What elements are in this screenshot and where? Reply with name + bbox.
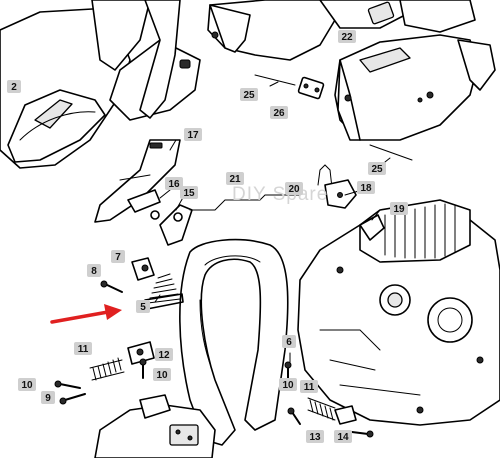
svg-text:6: 6: [286, 337, 292, 348]
svg-text:26: 26: [273, 108, 285, 119]
throttle-spring: [127, 189, 161, 220]
buffer-plug-7: [131, 257, 155, 281]
svg-text:21: 21: [229, 174, 241, 185]
cover-pin-lower: [369, 144, 413, 161]
svg-text:20: 20: [288, 184, 300, 195]
svg-text:11: 11: [78, 344, 89, 355]
svg-text:10: 10: [21, 380, 33, 391]
throttle-rod: [189, 194, 301, 211]
svg-text:18: 18: [360, 183, 372, 194]
callout-11a: 11: [74, 342, 92, 355]
callout-14: 14: [334, 430, 352, 443]
callout-20: 20: [285, 182, 303, 195]
svg-text:5: 5: [140, 302, 146, 313]
callout-5: 5: [136, 300, 150, 313]
av-spring-13: [307, 397, 336, 421]
svg-text:19: 19: [393, 204, 405, 215]
svg-text:12: 12: [158, 350, 170, 361]
callout-11b: 11: [300, 380, 318, 393]
callout-10b: 10: [153, 368, 171, 381]
svg-text:22: 22: [341, 32, 353, 43]
callout-12: 12: [155, 348, 173, 361]
leader-lines: [154, 81, 391, 363]
svg-text:17: 17: [187, 130, 199, 141]
svg-text:14: 14: [337, 432, 349, 443]
svg-text:7: 7: [115, 252, 121, 263]
svg-text:16: 16: [168, 179, 180, 190]
callout-25b: 25: [368, 162, 386, 175]
callout-2: 2: [7, 80, 21, 93]
svg-text:10: 10: [156, 370, 168, 381]
callout-10a: 10: [18, 378, 36, 391]
svg-text:13: 13: [309, 432, 321, 443]
throttle-trigger: [94, 139, 181, 223]
callout-8: 8: [87, 264, 101, 277]
choke-lever: [324, 179, 357, 209]
callout-21: 21: [226, 172, 244, 185]
callout-19: 19: [390, 202, 408, 215]
svg-text:8: 8: [91, 266, 97, 277]
rear-handle-housing: [0, 0, 201, 169]
callout-15: 15: [180, 186, 198, 199]
callout-10c: 10: [279, 378, 297, 391]
callout-7: 7: [111, 250, 125, 263]
callout-22: 22: [338, 30, 356, 43]
top-cover-lower: [334, 34, 496, 141]
buffer-plug-14: [334, 405, 357, 425]
callout-25a: 25: [240, 88, 258, 101]
watermark-text: DIY Spare: [232, 184, 328, 205]
svg-text:2: 2: [11, 82, 17, 93]
svg-text:11: 11: [304, 382, 315, 393]
svg-text:9: 9: [45, 393, 51, 404]
highlight-arrow: [50, 304, 122, 324]
av-spring-5: [144, 273, 184, 310]
top-cover-upper: [207, 0, 476, 61]
svg-text:10: 10: [282, 380, 294, 391]
callout-9: 9: [41, 391, 55, 404]
callout-6: 6: [282, 335, 296, 348]
callout-16: 16: [165, 177, 183, 190]
av-spring-11: [89, 357, 125, 381]
buffer-plug-12: [127, 341, 155, 365]
buffer-part-19: [359, 214, 385, 241]
cover-clip: [297, 76, 325, 100]
callout-18: 18: [357, 181, 375, 194]
trigger-interlock: [159, 204, 193, 246]
callout-26: 26: [270, 106, 288, 119]
front-handle-bar: [179, 238, 289, 446]
screws: [54, 280, 374, 438]
cover-pin-upper: [254, 74, 296, 86]
svg-text:25: 25: [371, 164, 383, 175]
callout-17: 17: [184, 128, 202, 141]
callout-13: 13: [306, 430, 324, 443]
engine-block: [297, 199, 500, 426]
svg-text:15: 15: [183, 188, 195, 199]
av-buffer-housing: [94, 394, 216, 458]
svg-text:25: 25: [243, 90, 255, 101]
